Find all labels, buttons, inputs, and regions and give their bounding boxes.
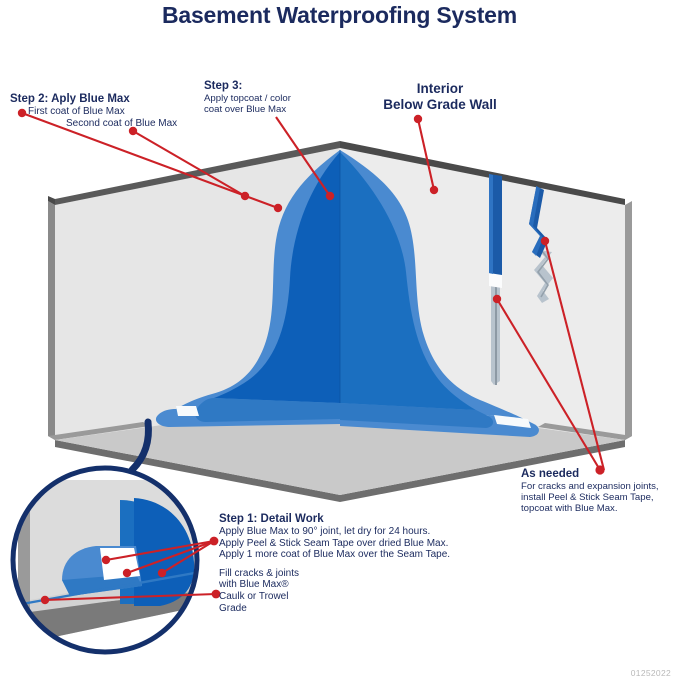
leader-dot-caulk-start bbox=[211, 589, 221, 599]
leader-dot-crack-end bbox=[540, 236, 550, 246]
detail-caulk-bead bbox=[21, 570, 197, 606]
leader-dot-step2-first bbox=[17, 108, 27, 118]
callout-step1-line7: Grade bbox=[219, 602, 247, 614]
callout-step3-line1: Apply topcoat / color bbox=[204, 93, 291, 104]
leader-dot-interior-end bbox=[429, 185, 439, 195]
leader-dot-as-needed-start bbox=[595, 465, 605, 475]
callout-step1-line4: Fill cracks & joints bbox=[219, 567, 300, 579]
left-wall-coating-dark bbox=[214, 152, 340, 403]
callout-step2-heading: Step 2: Aply Blue Max bbox=[10, 93, 130, 105]
leader-interior-wall bbox=[416, 118, 436, 191]
leader-step1-b bbox=[126, 540, 215, 574]
detail-magnifier-group bbox=[10, 465, 200, 655]
callout-step1-line1: Apply Blue Max to 90° joint, let dry for… bbox=[219, 526, 431, 537]
callout-step2-line2: Second coat of Blue Max bbox=[66, 117, 178, 129]
date-code: 01252022 bbox=[630, 668, 671, 678]
leader-as-needed-crack bbox=[543, 240, 606, 471]
callout-step1-line2: Apply Peel & Stick Seam Tape over dried … bbox=[219, 537, 449, 549]
callout-as-needed-line1: For cracks and expansion joints, bbox=[521, 481, 659, 492]
right-wall-side-edge bbox=[625, 201, 632, 440]
leader-dot-step3-end bbox=[325, 191, 335, 201]
leader-dot-step2-second bbox=[128, 126, 138, 136]
crack-untreated-gray bbox=[534, 250, 553, 303]
callout-as-needed: As needed For cracks and expansion joint… bbox=[521, 468, 659, 515]
leader-dot-step2-first-end bbox=[273, 203, 283, 213]
callout-step3: Step 3: Apply topcoat / color coat over … bbox=[204, 80, 291, 115]
floor-cove-right-dark bbox=[340, 403, 494, 428]
callout-step1: Step 1: Detail Work Apply Blue Max to 90… bbox=[219, 513, 450, 614]
cove-joint-reveal-left bbox=[176, 406, 199, 416]
leader-step2-first-coat bbox=[21, 112, 279, 209]
leader-dot-step1-b bbox=[122, 568, 132, 578]
leader-dot-interior-start bbox=[413, 114, 423, 124]
left-wall-side-edge bbox=[48, 201, 55, 440]
callout-step1-spacer bbox=[219, 561, 450, 568]
callout-step2: Step 2: Aply Blue Max First coat of Blue… bbox=[10, 93, 177, 129]
leader-dot-step2-second-end bbox=[240, 191, 250, 201]
cove-joint-reveal-right bbox=[494, 415, 531, 428]
callout-step1-line5: with Blue Max® bbox=[219, 579, 289, 591]
callout-as-needed-line3: topcoat with Blue Max. bbox=[521, 503, 618, 515]
blue-max-coating-group bbox=[155, 150, 539, 437]
leader-dot-joint-end bbox=[492, 294, 502, 304]
leader-step1-caulk bbox=[44, 592, 217, 602]
expansion-joint-seam-tape-highlight bbox=[489, 174, 493, 274]
callout-step3-line2: coat over Blue Max bbox=[204, 104, 287, 116]
crack-seam-tape-highlight bbox=[529, 186, 543, 256]
leader-lines-group bbox=[17, 108, 606, 605]
left-wall-top-edge bbox=[55, 141, 340, 205]
left-wall-base-strip bbox=[48, 422, 150, 440]
expansion-joint-hairline bbox=[495, 280, 497, 385]
leader-dot-step1-c bbox=[157, 568, 167, 578]
leader-step1-a bbox=[105, 539, 215, 562]
floor-cove-left-dark bbox=[195, 398, 340, 422]
leader-step3 bbox=[275, 116, 331, 197]
leader-dot-step1-a bbox=[101, 555, 111, 565]
right-wall-base-strip bbox=[538, 423, 632, 440]
leader-dot-step1-start bbox=[209, 536, 219, 546]
label-interior-line1: Interior bbox=[416, 81, 464, 96]
callout-step3-heading: Step 3: bbox=[204, 80, 243, 92]
detail-floor-edge bbox=[30, 588, 197, 640]
callout-step1-heading: Step 1: Detail Work bbox=[219, 513, 324, 525]
callout-as-needed-heading: As needed bbox=[521, 468, 580, 480]
leader-as-needed-joint bbox=[496, 298, 601, 471]
magnifier-ring bbox=[10, 465, 200, 655]
page-title: Basement Waterproofing System bbox=[161, 2, 518, 28]
detail-cove-fillet-shade bbox=[62, 574, 142, 596]
callout-step1-line6: Caulk or Trowel bbox=[219, 590, 289, 602]
right-wall-top-edge bbox=[340, 141, 625, 205]
callout-step1-line3: Apply 1 more coat of Blue Max over the S… bbox=[219, 549, 451, 561]
label-interior-below-grade-wall: Interior Below Grade Wall bbox=[360, 81, 520, 113]
leader-step2-second-coat bbox=[132, 130, 246, 197]
detail-coating-dark-2 bbox=[134, 498, 195, 606]
leader-dot-caulk-end bbox=[40, 595, 50, 605]
right-wall-coating-dark bbox=[340, 152, 476, 410]
leader-step1-c bbox=[161, 540, 215, 574]
leader-dots bbox=[17, 108, 605, 605]
left-wall-side-edge-top bbox=[48, 196, 55, 205]
magnifier-contents bbox=[18, 478, 197, 640]
label-interior-line2: Below Grade Wall bbox=[383, 97, 497, 112]
crack-hairline bbox=[536, 251, 549, 298]
callout-step2-line1: First coat of Blue Max bbox=[28, 106, 125, 117]
magnifier-handle bbox=[128, 418, 152, 474]
callout-as-needed-line2: install Peel & Stick Seam Tape, bbox=[521, 492, 654, 504]
